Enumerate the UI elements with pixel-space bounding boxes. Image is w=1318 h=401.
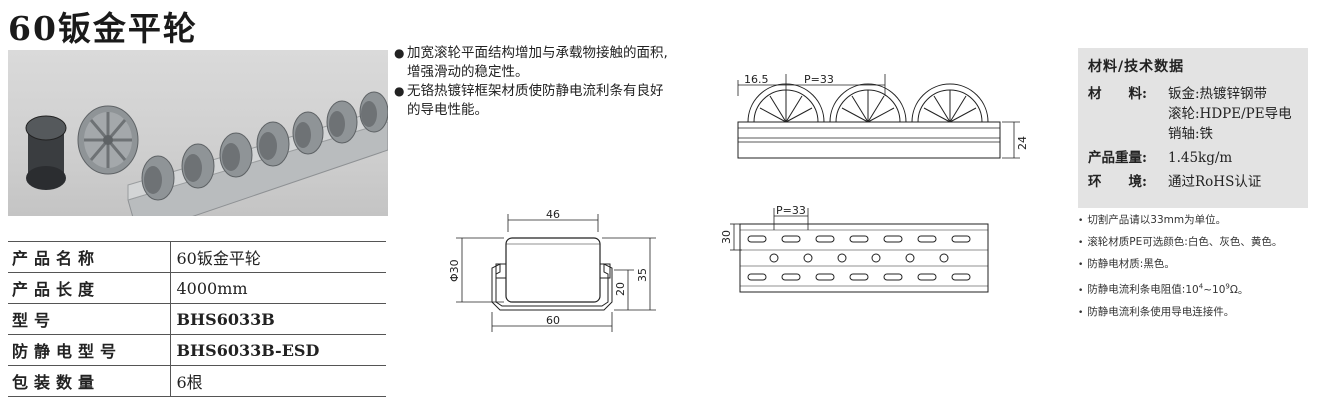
env-row: 环 境: 通过RoHS认证 (1088, 172, 1298, 192)
note-bullet-icon: • (1078, 238, 1084, 248)
weight-row: 产品重量: 1.45kg/m (1088, 148, 1298, 168)
dim-height: 24 (1016, 136, 1029, 150)
notes-list: •切割产品请以33mm为单位。 •滚轮材质PE可选颜色:白色、灰色、黄色。 •防… (1078, 210, 1316, 324)
dim-top-height: 30 (720, 230, 733, 244)
spec-label: 产品名称 (8, 241, 171, 273)
bullet-icon: ● (394, 46, 405, 60)
material-row: 材 料: 钣金:热镀锌钢带 滚轮:HDPE/PE导电 销轴:铁 (1088, 84, 1298, 144)
weight-label: 产品重量: (1088, 150, 1147, 166)
page-title: 60钣金平轮 (8, 9, 198, 48)
dim-top-pitch: P=33 (776, 204, 806, 217)
dim-offset: 16.5 (744, 73, 769, 86)
env-label: 环 境: (1088, 174, 1147, 190)
material-line: 销轴:铁 (1168, 126, 1214, 142)
note-bullet-icon: • (1078, 307, 1084, 318)
top-view-drawing: P=33 30 (712, 200, 1002, 300)
dim-pitch: P=33 (804, 73, 834, 86)
resistance-value: 104~109Ω。 (1185, 282, 1249, 296)
feature-item: ●加宽滚轮平面结构增加与承载物接触的面积,增强滑动的稳定性。 (394, 45, 668, 80)
note-item: •滚轮材质PE可选颜色:白色、灰色、黄色。 (1078, 236, 1283, 248)
bullet-icon: ● (394, 84, 405, 98)
note-item: •防静电材质:黑色。 (1078, 258, 1175, 270)
material-label: 材 料: (1088, 86, 1147, 102)
material-line: 滚轮:HDPE/PE导电 (1168, 106, 1292, 122)
spec-value: BHS6033B (170, 303, 386, 335)
side-view-drawing: 16.5 P=33 24 (730, 66, 1030, 166)
spec-label: 防静电型号 (8, 334, 171, 366)
dim-h1: 20 (614, 282, 627, 296)
spec-value: 6根 (170, 365, 386, 397)
spec-value: 60钣金平轮 (170, 241, 386, 273)
feature-list: ●加宽滚轮平面结构增加与承载物接触的面积,增强滑动的稳定性。 ●无铬热镀锌框架材… (394, 44, 674, 120)
spec-label: 型号 (8, 303, 171, 335)
note-item: •切割产品请以33mm为单位。 (1078, 214, 1227, 226)
feature-item: ●无铬热镀锌框架材质使防静电流利条有良好的导电性能。 (394, 83, 664, 118)
material-line: 钣金:热镀锌钢带 (1168, 86, 1268, 102)
materials-title: 材料/技术数据 (1088, 59, 1185, 75)
spec-label: 产品长度 (8, 272, 171, 304)
materials-panel: 材料/技术数据 材 料: 钣金:热镀锌钢带 滚轮:HDPE/PE导电 销轴:铁 … (1078, 48, 1308, 208)
weight-value: 1.45kg/m (1168, 150, 1233, 166)
note-item: •防静电流利条使用导电连接件。 (1078, 305, 1235, 318)
note-bullet-icon: • (1078, 285, 1084, 296)
spec-value: BHS6033B-ESD (170, 334, 386, 366)
dim-bottom: 60 (546, 314, 560, 327)
product-photo (8, 50, 388, 216)
env-value: 通过RoHS认证 (1168, 174, 1262, 190)
dim-h2: 35 (636, 268, 649, 282)
spec-value: 4000mm (170, 272, 386, 304)
dim-top: 46 (546, 208, 560, 221)
note-bullet-icon: • (1078, 260, 1084, 270)
spec-label: 包装数量 (8, 365, 171, 397)
note-bullet-icon: • (1078, 216, 1084, 226)
cross-section-drawing: 46 Φ30 20 35 60 (442, 208, 662, 338)
note-item: •防静电流利条电阻值:104~109Ω。 (1078, 282, 1249, 296)
dim-diameter: Φ30 (448, 259, 461, 282)
